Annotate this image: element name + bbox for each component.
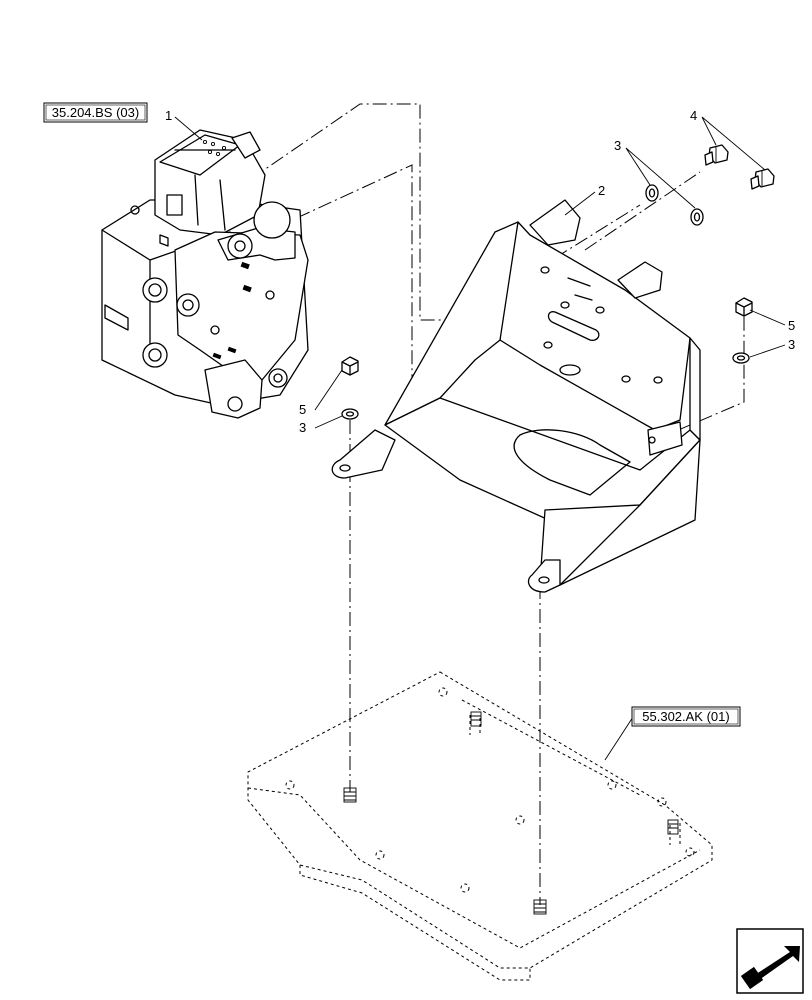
assembly-lines <box>231 103 745 905</box>
callout-3-right: 3 <box>788 337 795 352</box>
control-valve-assembly <box>101 129 309 419</box>
callouts: 1 2 3 4 5 3 5 3 <box>165 108 795 435</box>
callout-1: 1 <box>165 108 172 123</box>
callout-3-top: 3 <box>614 138 621 153</box>
callout-5-right: 5 <box>788 318 795 333</box>
reference-box-frame[interactable]: 55.302.AK (01) <box>631 706 741 727</box>
callout-4: 4 <box>690 108 697 123</box>
callout-3-left: 3 <box>299 420 306 435</box>
reference-box-control-valve[interactable]: 35.204.BS (03) <box>43 102 148 123</box>
nut-left <box>341 356 359 376</box>
bolt-upper <box>704 144 729 166</box>
hardware <box>341 144 775 420</box>
washer-top-left <box>645 184 659 202</box>
washer-right <box>732 352 750 364</box>
callout-5-left: 5 <box>299 402 306 417</box>
reference-label-frame: 55.302.AK (01) <box>642 709 729 724</box>
callout-2: 2 <box>598 183 605 198</box>
navigation-arrow-icon[interactable] <box>736 928 804 994</box>
mounting-bracket <box>331 199 701 593</box>
washer-top-right <box>690 208 704 226</box>
bolt-lower <box>750 168 775 190</box>
base-frame <box>247 671 713 981</box>
leader-lines <box>174 116 786 761</box>
reference-label-control-valve: 35.204.BS (03) <box>52 105 139 120</box>
nut-right <box>735 297 753 317</box>
washer-left <box>341 408 359 420</box>
